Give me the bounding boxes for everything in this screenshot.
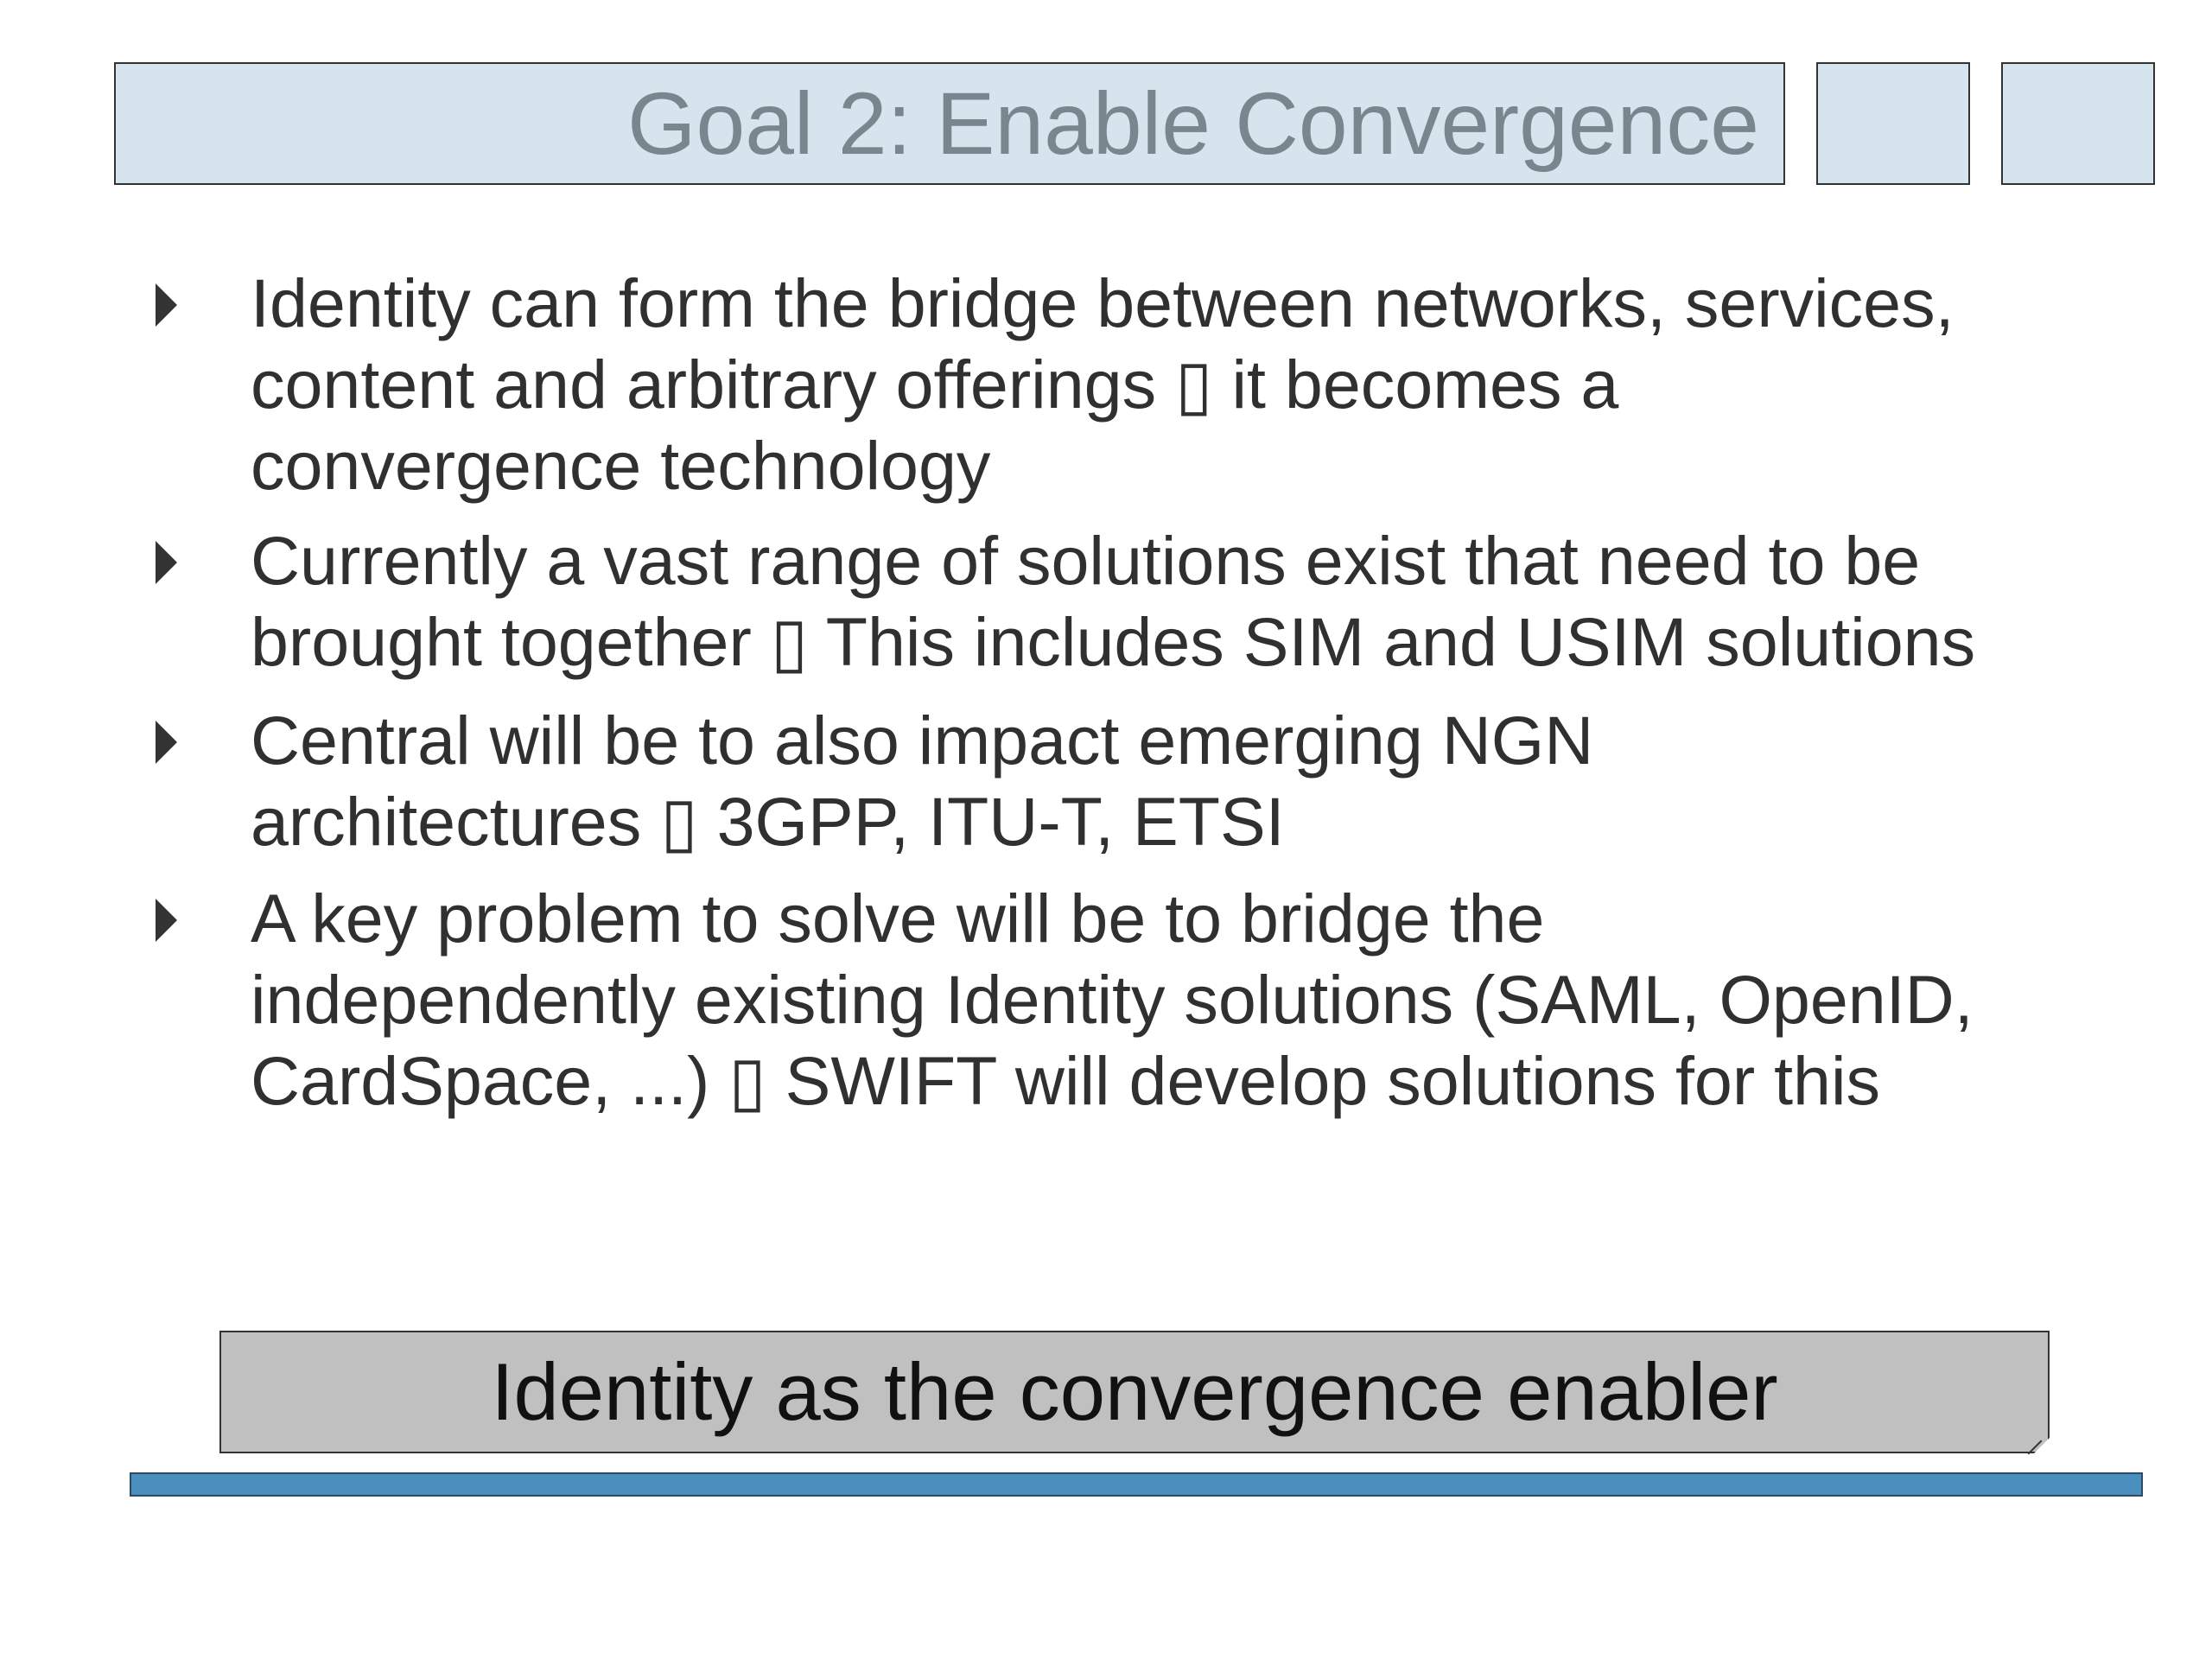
triangle-right-icon bbox=[156, 721, 177, 764]
bullet-line: Central will be to also impact emerging … bbox=[251, 702, 1594, 779]
bullet-text: Identity can form the bridge between net… bbox=[251, 263, 2152, 506]
triangle-right-icon bbox=[156, 283, 177, 327]
slide-title: Goal 2: Enable Convergence bbox=[627, 74, 1759, 173]
bullet-line: Identity can form the bridge between net… bbox=[251, 264, 1955, 341]
title-decoration-square-1 bbox=[1816, 62, 1970, 185]
bullet-text: A key problem to solve will be to bridge… bbox=[251, 878, 2152, 1122]
bullet-list: Identity can form the bridge between net… bbox=[156, 263, 2152, 1122]
triangle-right-icon bbox=[156, 899, 177, 942]
caption-box: Identity as the convergence enabler bbox=[219, 1331, 2050, 1455]
footer-bar bbox=[130, 1472, 2143, 1497]
caption-text: Identity as the convergence enabler bbox=[491, 1346, 1778, 1437]
bullet-line: content and arbitrary offerings ▯ it bec… bbox=[251, 346, 1619, 423]
bullet-text: Central will be to also impact emerging … bbox=[251, 700, 2152, 862]
triangle-right-icon bbox=[156, 541, 177, 584]
bullet-line: architectures ▯ 3GPP, ITU-T, ETSI bbox=[251, 783, 1285, 860]
bullet-line: CardSpace, ...) ▯ SWIFT will develop sol… bbox=[251, 1042, 1881, 1119]
bullet-line: convergence technology bbox=[251, 427, 991, 504]
bullet-line: brought together ▯ This includes SIM and… bbox=[251, 603, 1976, 680]
bullet-text: Currently a vast range of solutions exis… bbox=[251, 520, 2152, 683]
bullet-line: A key problem to solve will be to bridge… bbox=[251, 880, 1545, 957]
bullet-line: Currently a vast range of solutions exis… bbox=[251, 522, 1921, 599]
bullet-line: independently existing Identity solution… bbox=[251, 961, 1974, 1038]
title-decoration-square-2 bbox=[2001, 62, 2155, 185]
slide-title-box: Goal 2: Enable Convergence bbox=[114, 62, 1785, 185]
